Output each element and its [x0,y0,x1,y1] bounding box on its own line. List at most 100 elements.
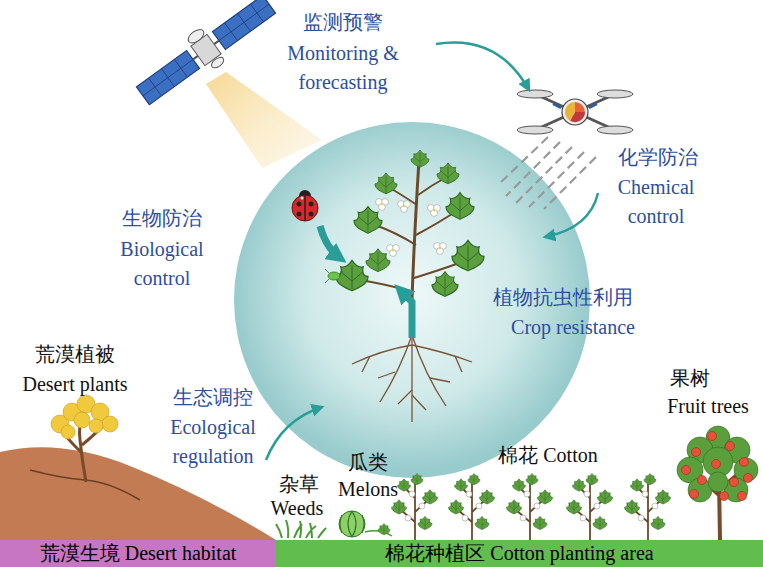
melon [339,511,365,537]
cotton-plant [631,479,644,491]
band-text: 荒漠生境 Desert habitat [40,540,237,567]
stem [375,225,416,245]
spray-lines [506,142,560,196]
stem [360,280,414,292]
resistance-arrow [400,290,412,338]
cotton-plant [625,500,640,514]
fruit-tree [730,478,739,487]
fruit-tree [690,490,699,499]
text-label: Monitoring & forecasting [276,39,411,97]
drone [562,99,588,125]
cotton-plant [387,245,400,257]
cotton-plant [366,249,390,272]
desert-tree [102,416,118,432]
cotton-plant [423,490,438,504]
cotton-plant [520,515,526,521]
fruit-tree [698,476,707,485]
flow-arrow [436,42,529,90]
cotton-plant [598,490,613,504]
satellite [186,27,206,46]
cotton-plant [449,500,464,514]
cotton-plant [594,503,600,509]
spray-lines [529,152,584,207]
ladybug [309,212,314,217]
habitat-band: 荒漠生境 Desert habitat [0,540,276,567]
drone [517,90,553,98]
cotton-plant [475,516,489,529]
ladybug [292,190,318,221]
aphid [325,269,343,283]
cotton-plant [533,516,547,529]
ladybug [309,202,314,207]
cotton-plant [584,491,590,497]
roots [352,335,472,422]
desert-tree [89,419,103,433]
roots [411,335,412,422]
weeds [276,520,326,538]
fruit-tree [738,492,747,501]
cotton-plant [513,479,526,491]
cotton-plant [580,515,586,521]
cotton-plant [507,473,553,540]
cotton-plant [398,201,411,213]
text-label: 荒漠植被 [35,340,115,369]
text-label: Weeds [271,494,324,523]
spray-lines [498,137,596,209]
melon [340,511,364,537]
ladybug [304,195,306,221]
cotton-plant [434,243,447,255]
cotton-plant [480,490,495,504]
roots [380,335,412,402]
cotton-plant [638,515,644,521]
cotton-plant [375,173,397,194]
drone [597,126,633,134]
cotton-plant [462,515,468,521]
text-label: 植物抗虫性利用 [493,283,633,312]
text-label: Chemical control [601,173,711,231]
cotton-plant [354,207,382,234]
cotton-plant [652,503,658,509]
cotton-plant [446,193,474,220]
fruit-tree [712,460,721,469]
cotton-plant [432,272,458,297]
text-label: 棉花 Cotton [498,441,597,470]
cotton-plant [507,500,522,514]
text-label: Desert plants [23,370,128,399]
drone [565,102,575,121]
desert-tree [51,395,118,439]
cotton-plant [644,473,656,484]
drone [517,126,553,134]
ladybug [292,195,318,221]
fruit-tree [682,432,753,501]
cotton-plant [428,205,441,217]
cotton-plant [586,473,598,484]
cotton-plant [392,473,438,540]
desert-tree [74,412,90,428]
satellite [130,0,281,113]
cotton-plant [642,491,648,497]
drone [597,90,633,98]
fruit-tree [740,458,749,467]
cotton-plant [411,150,429,167]
ladybug [301,197,304,200]
satellite [212,0,275,49]
text-label: Melons [338,475,398,504]
flow-arrow [266,42,598,460]
cotton-plant [625,473,671,540]
flow-arrow [266,407,322,460]
cotton-plant [534,503,540,509]
text-label: 生态调控 [173,383,253,412]
band-text: 棉花种植区 Cotton planting area [385,540,653,567]
drone [517,90,633,134]
cotton-plant [437,163,459,184]
cotton-plant [476,503,482,509]
fruit-tree [726,442,735,451]
fruit-tree [682,466,691,475]
cotton-plant [452,240,484,270]
drone [575,102,585,112]
drone [553,104,597,108]
cotton-plant [526,473,538,484]
cotton-plant [573,479,586,491]
fruit-tree [708,432,717,441]
